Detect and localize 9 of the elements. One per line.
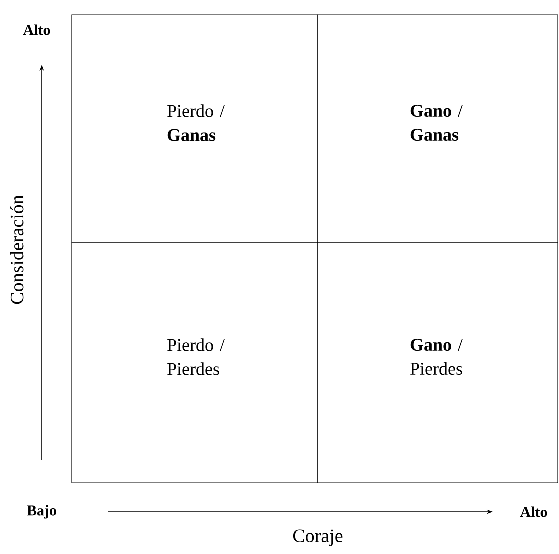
axis-title: Consideración xyxy=(10,195,24,304)
quadrant-cell: Gano / Pierdes xyxy=(318,242,558,484)
quadrant-cell: Gano / Ganas xyxy=(318,14,558,244)
axis-label: Alto xyxy=(23,24,50,36)
axis-label: Bajo xyxy=(27,505,56,519)
axis-label: Alto xyxy=(520,506,548,518)
axis-title: Coraje xyxy=(293,530,343,546)
quadrant-cell: Pierdo / Pierdes xyxy=(72,242,318,484)
quadrant-cell: Pierdo / Ganas xyxy=(72,14,318,244)
